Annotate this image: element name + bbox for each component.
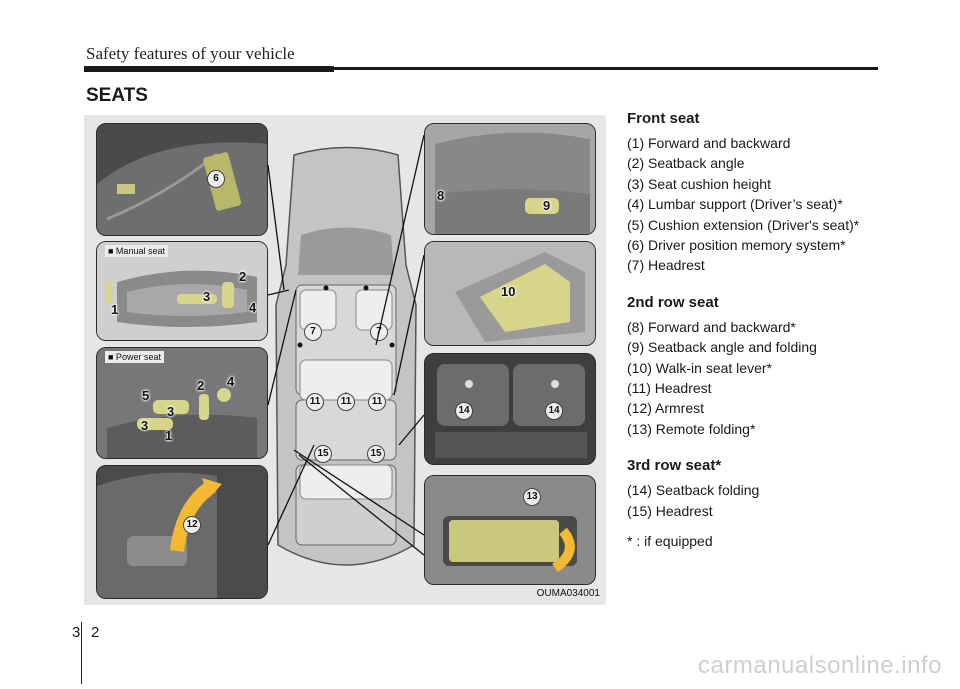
panel-second-row: 8 9	[424, 123, 596, 235]
panel-manual-seat: ■ Manual seat 1 2 3 4	[96, 241, 268, 341]
front-seat-item: (4) Lumbar support (Driver’s seat)*	[627, 196, 843, 213]
panel-remote-folding: 13	[424, 475, 596, 585]
callout-1-manual: 1	[111, 302, 119, 317]
callout-11-a: 11	[306, 393, 324, 411]
second-row-heading: 2nd row seat	[627, 293, 719, 311]
third-row-item: (14) Seatback folding	[627, 482, 760, 499]
second-row-item: (9) Seatback angle and folding	[627, 339, 817, 356]
panel-walk-in-lever: 10	[424, 241, 596, 346]
callout-9: 9	[543, 198, 551, 213]
callout-15-right: 15	[367, 445, 385, 463]
third-row-heading: 3rd row seat*	[627, 457, 722, 475]
panel-armrest: 12	[96, 465, 268, 599]
page-divider	[81, 622, 82, 684]
callout-7-left: 7	[304, 323, 322, 341]
watermark: carmanualsonline.info	[698, 652, 942, 679]
page-index: 2	[91, 624, 100, 641]
front-seat-item: (7) Headrest	[627, 257, 705, 274]
callout-2-manual: 2	[239, 269, 247, 284]
callout-11-b: 11	[337, 393, 355, 411]
front-seat-item: (5) Cushion extension (Driver's seat)*	[627, 216, 860, 233]
front-seat-item: (2) Seatback angle	[627, 155, 745, 172]
callout-15-left: 15	[314, 445, 332, 463]
callout-5-power: 5	[142, 388, 150, 403]
callout-2-power: 2	[197, 378, 205, 393]
second-row-item: (8) Forward and backward*	[627, 318, 796, 335]
section-title: SEATS	[86, 85, 148, 106]
manual-seat-tag: ■ Manual seat	[105, 245, 168, 257]
second-row-item: (13) Remote folding*	[627, 420, 756, 437]
callout-11-c: 11	[368, 393, 386, 411]
header-title: Safety features of your vehicle	[86, 44, 295, 63]
power-seat-tag: ■ Power seat	[105, 351, 164, 363]
header-rule-accent	[84, 66, 334, 72]
figure-code: OUMA034001	[536, 588, 600, 599]
callout-14-right: 14	[545, 402, 563, 420]
panel-third-row: 14 14	[424, 353, 596, 465]
front-seat-item: (3) Seat cushion height	[627, 175, 771, 192]
third-row-item: (15) Headrest	[627, 502, 713, 519]
panel-memory-switch: 6	[96, 123, 268, 236]
callout-4-power: 4	[227, 374, 235, 389]
callout-8: 8	[437, 188, 445, 203]
second-row-item: (11) Headrest	[627, 380, 712, 397]
callout-10: 10	[501, 284, 516, 299]
callout-13: 13	[523, 488, 541, 506]
callout-3-manual: 3	[203, 289, 211, 304]
callout-3-power-b: 3	[141, 418, 149, 433]
callout-14-left: 14	[455, 402, 473, 420]
footnote: * : if equipped	[627, 533, 713, 550]
callout-4-manual: 4	[249, 300, 257, 315]
callout-12: 12	[183, 516, 201, 534]
header-rule	[84, 67, 878, 70]
callout-6: 6	[207, 170, 225, 188]
second-row-item: (12) Armrest	[627, 400, 705, 417]
seat-illustration: 6 ■ Manual seat 1 2 3 4 ■ Power seat 5 2	[84, 115, 606, 605]
second-row-item: (10) Walk-in seat lever*	[627, 359, 772, 376]
callout-7-right: 7	[370, 323, 388, 341]
panel-power-seat: ■ Power seat 5 2 4 3 3 1	[96, 347, 268, 459]
front-seat-item: (6) Driver position memory system*	[627, 237, 846, 254]
chapter-number: 3	[72, 624, 81, 641]
callout-1-power: 1	[165, 428, 173, 443]
legend-text: Front seat (1) Forward and backward (2) …	[627, 110, 927, 552]
callout-3-power-a: 3	[167, 404, 175, 419]
car-top-view	[275, 146, 417, 566]
front-seat-heading: Front seat	[627, 110, 700, 127]
front-seat-item: (1) Forward and backward	[627, 135, 791, 151]
